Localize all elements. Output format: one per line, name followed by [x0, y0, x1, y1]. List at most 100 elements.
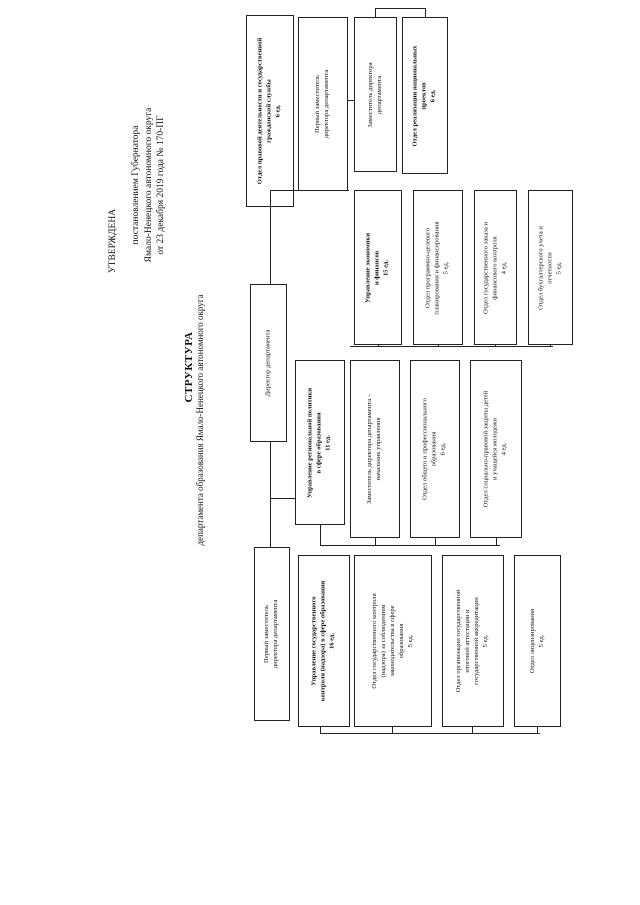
text-line: планирования и финансирования: [433, 220, 441, 315]
box-social-protection: Отдел социально-правовой защиты детей и …: [470, 360, 522, 538]
text-line: проектов: [420, 81, 428, 110]
text-line: Заместитель директора департамента –: [366, 393, 374, 505]
chart-subtitle-text: департамента образования Ямало-Ненецкого…: [195, 294, 205, 546]
text-line: Отдел бухгалтерского учета и: [537, 225, 545, 310]
text-line: 6 ед.: [274, 104, 282, 118]
box-regional-policy: Управление региональной политики в сфере…: [295, 360, 345, 525]
text-line: 6 ед.: [439, 442, 447, 456]
box-licensing-label: Отдел лицензирования 5 ед.: [529, 609, 547, 673]
text-line: 5 ед.: [406, 634, 414, 648]
connector-line: [378, 345, 379, 347]
connector-line: [320, 545, 500, 546]
text-line: гражданской службы: [265, 79, 273, 143]
box-deputy-director-label: Заместитель директора департамента: [367, 62, 385, 127]
connector-line: [537, 727, 538, 733]
resolution-line-1: постановлением Губернатора: [131, 95, 145, 275]
box-first-deputy-left-label: Первый заместитель директора департамент…: [263, 600, 281, 669]
text-line: 6 ед.: [429, 89, 437, 102]
text-line: Первый заместитель: [314, 75, 322, 133]
text-line: департамента: [375, 75, 383, 114]
box-general-education: Отдел общего и профессионального образов…: [410, 360, 460, 538]
box-national-projects: Отдел реализации национальных проектов 6…: [402, 17, 448, 174]
text-line: финансового контроля: [491, 235, 499, 300]
connector-line: [495, 345, 496, 347]
box-deputy-director: Заместитель директора департамента: [354, 17, 397, 172]
box-attestation-label: Отдел организации государственной итогов…: [455, 590, 491, 693]
box-social-protection-label: Отдел социально-правовой защиты детей и …: [483, 391, 510, 508]
box-national-projects-label: Отдел реализации национальных проектов 6…: [412, 45, 439, 146]
text-line: директора департамента: [323, 69, 330, 139]
chart-title-text: СТРУКТУРА: [183, 331, 195, 403]
connector-line: [392, 727, 393, 733]
box-control-dept: Отдел государственного контроля (надзора…: [354, 555, 432, 727]
box-legal-dept-label: Отдел правовой деятельности и государств…: [257, 38, 284, 184]
connector-line: [320, 525, 321, 545]
connector-line: [270, 442, 271, 547]
text-line: Отдел государственного заказа и: [482, 221, 490, 314]
text-line: 11 ед.: [324, 434, 332, 451]
box-general-education-label: Отдел общего и профессионального образов…: [422, 398, 449, 500]
text-line: Отдел организации государственной: [455, 589, 463, 693]
text-line: Первый заместитель: [263, 605, 271, 663]
box-legal-dept: Отдел правовой деятельности и государств…: [246, 15, 294, 207]
box-director: Директор департамента: [250, 284, 287, 442]
text-line: (надзора) за соблюдением: [379, 604, 387, 678]
text-line: 4 ед.: [500, 442, 508, 456]
box-regional-policy-label: Управление региональной политики в сфере…: [307, 387, 334, 497]
connector-line: [348, 100, 354, 101]
text-line: Отдел социально-правовой защиты детей: [482, 390, 490, 508]
connector-line: [550, 345, 551, 347]
connector-line: [375, 538, 376, 545]
text-line: 4 ед.: [499, 261, 507, 274]
box-program-planning-label: Отдел программно-целевого планирования и…: [425, 221, 452, 314]
text-line: Отдел программно-целевого: [424, 227, 432, 308]
box-economics: Управление экономики и финансов 15 ед.: [354, 190, 402, 345]
text-line: и учащейся молодежи: [491, 418, 499, 481]
box-control-mgmt-label: Управление государственного контроля (на…: [311, 581, 338, 701]
text-line: начальник управления: [375, 417, 382, 481]
text-line: отчетности: [546, 251, 554, 284]
text-line: Отдел общего и профессионального: [421, 398, 429, 500]
text-line: 5 ед.: [442, 261, 450, 274]
connector-line: [375, 8, 376, 17]
text-line: Директор департамента: [264, 329, 272, 397]
box-control-mgmt: Управление государственного контроля (на…: [298, 555, 350, 727]
box-licensing: Отдел лицензирования 5 ед.: [514, 555, 561, 727]
text-line: Отдел лицензирования: [528, 608, 536, 674]
box-control-dept-label: Отдел государственного контроля (надзора…: [371, 593, 415, 688]
box-first-deputy-top-label: Первый заместитель директора департамент…: [314, 70, 332, 139]
resolution-line-3: от 23 декабря 2019 года № 170-ПГ: [156, 95, 170, 275]
connector-line: [425, 8, 426, 17]
box-director-label: Директор департамента: [264, 330, 273, 397]
connector-line: [350, 346, 553, 347]
box-attestation: Отдел организации государственной итогов…: [442, 555, 504, 727]
connector-line: [472, 727, 473, 733]
text-line: 5 ед.: [481, 634, 489, 648]
connector-line: [270, 190, 298, 191]
text-line: Отдел реализации национальных: [411, 45, 419, 146]
text-line: образования: [397, 623, 405, 659]
text-line: Управление экономики: [364, 232, 372, 303]
text-line: государственной аккредитации: [473, 597, 480, 685]
text-line: образования: [430, 431, 438, 467]
connector-line: [348, 190, 349, 191]
text-line: и финансов: [373, 250, 381, 285]
box-accounting-label: Отдел бухгалтерского учета и отчетности …: [537, 226, 564, 310]
text-line: 5 ед.: [554, 261, 562, 274]
box-deputy-head-label: Заместитель директора департамента – нач…: [366, 394, 384, 504]
text-line: в сфере образования: [315, 411, 323, 474]
box-program-planning: Отдел программно-целевого планирования и…: [413, 190, 463, 345]
box-state-order: Отдел государственного заказа и финансов…: [474, 190, 517, 345]
text-line: директора департамента: [272, 599, 279, 669]
text-line: Отдел государственного контроля: [370, 593, 378, 689]
connector-line: [438, 345, 439, 347]
chart-subtitle: департамента образования Ямало-Ненецкого…: [195, 260, 209, 580]
text-line: Управление региональной политики: [306, 387, 314, 498]
text-line: итоговой аттестации и: [464, 609, 472, 673]
approved-text: УТВЕРЖДЕНА: [108, 208, 118, 274]
text-line: Управление государственного: [310, 596, 318, 686]
connector-line: [375, 8, 425, 9]
text-line: Отдел правовой деятельности и государств…: [256, 37, 264, 185]
resolution-line-1-text: постановлением Губернатора: [131, 125, 141, 245]
resolution-line-3-text: от 23 декабря 2019 года № 170-ПГ: [156, 115, 166, 255]
